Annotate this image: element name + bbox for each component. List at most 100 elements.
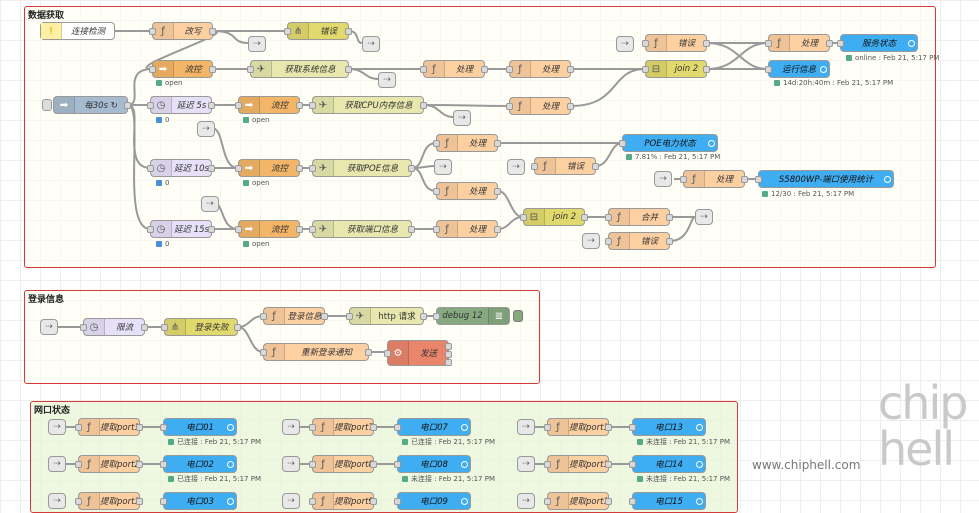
status-node-run-info[interactable]: 运行信息 [765,60,830,78]
output-port[interactable] [345,66,352,73]
output-port[interactable] [494,140,501,147]
output-port[interactable] [296,226,303,233]
input-port[interactable] [629,461,636,468]
comment-node-conn-check[interactable]: ! 连接检测 [40,22,115,40]
output-port[interactable] [826,40,833,47]
input-port[interactable] [235,165,242,172]
function-node-merge[interactable]: ƒ 合并 [605,208,673,226]
function-node-proc2[interactable]: ƒ 处理 [506,60,574,78]
function-node-proc5[interactable]: ƒ 处理 [433,134,501,152]
output-port[interactable] [408,165,415,172]
input-port[interactable] [629,424,636,431]
rbe-node-flow2[interactable]: ➡ 流控 [235,96,303,114]
link-in-icon[interactable]: ⇢ [616,36,634,52]
rbe-node-flow4[interactable]: ➡ 流控 [235,220,303,238]
debug-toggle-button[interactable] [513,310,523,322]
debug-node-12[interactable]: debug 12 ≣ [433,307,523,325]
function-node-extract-port[interactable]: ƒ 提取port1 [75,418,143,436]
function-node-rewrite[interactable]: ƒ 改写 [149,22,216,40]
delay-node-10s[interactable]: ◷ 延迟 10s [147,159,215,177]
input-port[interactable] [433,140,440,147]
output-port[interactable] [209,28,216,35]
output-port[interactable] [592,163,599,170]
link-out-icon[interactable]: ⇢ [453,110,471,126]
output-port[interactable] [208,102,215,109]
input-port[interactable] [755,176,762,183]
output-port[interactable] [296,102,303,109]
link-in-icon[interactable]: ⇢ [48,456,66,472]
input-port[interactable] [605,214,612,221]
function-node-extract-port[interactable]: ƒ 提取port3 [75,492,143,510]
input-port[interactable] [147,102,154,109]
inject-button[interactable] [42,99,52,111]
input-port[interactable] [235,102,242,109]
join-node-join2b[interactable]: ⊟ join 2 [520,208,588,226]
http-node-poe-info[interactable]: ✈ 获取POE信息 [309,159,415,177]
input-port[interactable] [544,498,551,505]
delay-node-5s[interactable]: ◷ 延迟 5s [147,96,215,114]
status-node-service[interactable]: 服务状态 [837,34,918,52]
status-node-s5800[interactable]: S5800WP-端口使用统计 [755,170,894,188]
input-port[interactable] [309,226,316,233]
input-port[interactable] [506,66,513,73]
input-port[interactable] [837,40,844,47]
output-port[interactable] [365,349,372,356]
function-node-login-info[interactable]: ƒ 登录信息 [260,307,328,325]
input-port[interactable] [765,40,772,47]
function-node-extract-port[interactable]: ƒ 提取port9 [309,492,377,510]
input-port[interactable] [394,424,401,431]
input-port[interactable] [309,165,316,172]
link-in-icon[interactable]: ⇢ [48,419,66,435]
function-node-relogin[interactable]: ƒ 重新登录通知 [260,343,372,361]
function-node-error2[interactable]: ƒ 错误 [642,34,710,52]
input-port[interactable] [642,66,649,73]
link-in-icon[interactable]: ⇢ [517,419,535,435]
input-port[interactable] [147,226,154,233]
input-port[interactable] [160,498,167,505]
link-in-icon[interactable]: ⇢ [282,456,300,472]
input-port[interactable] [433,226,440,233]
output-port[interactable] [136,424,143,431]
status-node-port[interactable]: 电口15 [629,492,706,510]
output-port[interactable] [370,424,377,431]
input-port[interactable] [394,461,401,468]
output-port[interactable] [208,226,215,233]
function-node-proc1[interactable]: ƒ 处理 [420,60,488,78]
input-port[interactable] [75,424,82,431]
output-port[interactable] [296,165,303,172]
http-node-cpu-mem[interactable]: ✈ 获取CPU内存信息 [309,96,427,114]
input-port[interactable] [642,40,649,47]
status-node-port[interactable]: 电口03 [160,492,237,510]
inject-node-every30[interactable]: ➡ 每30s ↻ [42,96,131,114]
output-port[interactable] [666,238,673,245]
input-port[interactable] [629,498,636,505]
input-port[interactable] [394,498,401,505]
output-port[interactable] [494,226,501,233]
status-node-port[interactable]: 电口02 [160,455,237,473]
input-port[interactable] [506,103,513,110]
output-port[interactable] [209,66,216,73]
input-port[interactable] [147,165,154,172]
input-port[interactable] [309,461,316,468]
link-out-icon[interactable]: ⇢ [695,209,713,225]
input-port[interactable] [309,102,316,109]
status-node-port[interactable]: 电口09 [394,492,471,510]
output-port[interactable] [445,359,452,366]
input-port[interactable] [346,313,353,320]
link-in-icon[interactable]: ⇢ [282,493,300,509]
function-node-proc3[interactable]: ƒ 处理 [765,34,833,52]
input-port[interactable] [605,238,612,245]
function-node-error4[interactable]: ƒ 错误 [605,232,673,250]
input-port[interactable] [260,313,267,320]
http-node-request[interactable]: ✈ http 请求 [346,307,427,325]
link-in-icon[interactable]: ⇢ [197,121,215,137]
function-node-extract-port[interactable]: ƒ 提取port8 [309,455,377,473]
link-out-icon[interactable]: ⇢ [248,36,266,52]
output-port[interactable] [321,313,328,320]
link-in-icon[interactable]: ⇢ [201,196,219,212]
function-node-extract-port[interactable]: ƒ 提取port15 [544,492,612,510]
output-port[interactable] [581,214,588,221]
output-port[interactable] [567,66,574,73]
output-port[interactable] [605,498,612,505]
input-port[interactable] [544,424,551,431]
